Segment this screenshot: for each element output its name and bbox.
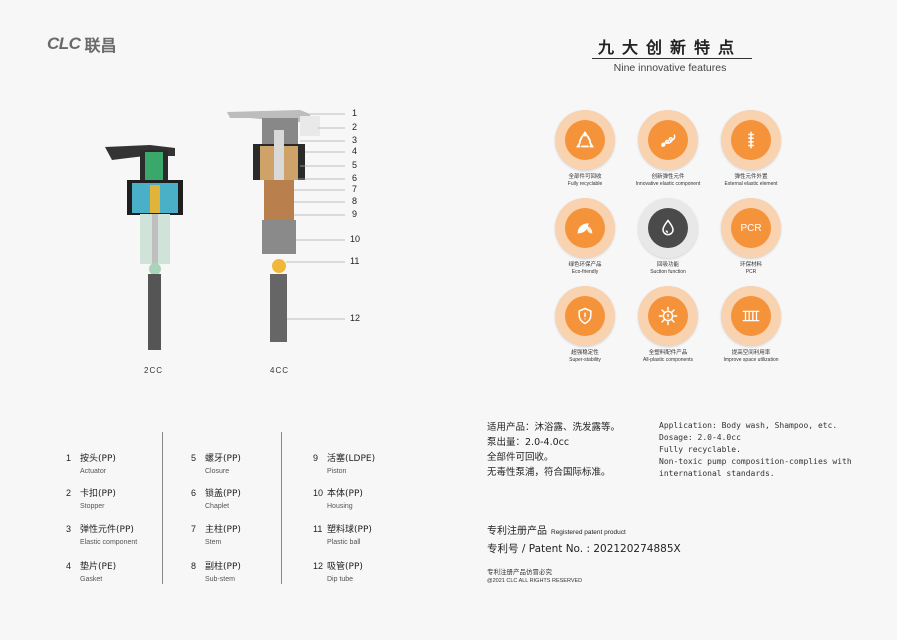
feature-all-plastic: 全塑料配件产品 All-plastic components [628,286,708,363]
pump-4cc-illustration [227,110,320,342]
callout-leaders [286,113,345,320]
copyright: @2021 CLC ALL RIGHTS RESERVED [487,578,583,584]
callout-12: 12 [350,313,361,323]
features-subtitle: Nine innovative features [613,62,727,74]
callout-10: 10 [350,234,361,244]
features-divider [592,58,752,59]
callout-2: 2 [352,122,358,132]
parts-divider-2 [281,432,282,584]
feature-elastic: 创新弹性元件 Innovative elastic component [628,110,708,187]
patent-number: 专利号 / Patent No. : 202120274885X [487,543,681,555]
pump-2cc-illustration [105,145,183,350]
logo-mark: CLC [47,34,81,53]
label-2cc: 2CC [144,366,164,375]
label-4cc: 4CC [270,366,290,375]
recycle-icon [565,120,605,160]
spec-english: Application: Body wash, Shampoo, etc. Do… [659,421,852,478]
callout-8: 8 [352,196,358,206]
feature-space: 提高空间利用率 Improve space utilization [711,286,791,363]
leaf-icon [565,208,605,248]
callout-6: 6 [352,173,358,183]
brand-logo: CLC 联昌 [47,32,116,56]
callout-3: 3 [352,135,358,145]
callout-11: 11 [350,256,360,266]
shield-icon [565,296,605,336]
plastic-icon [648,296,688,336]
spring-external-icon [731,120,771,160]
feature-recyclable: 全部件可回收 Fully recyclable [545,110,625,187]
space-icon [731,296,771,336]
callout-9: 9 [352,209,358,219]
drop-icon [648,208,688,248]
logo-name: 联昌 [84,36,117,55]
callout-5: 5 [352,160,358,170]
features-title: 九大创新特点 [597,38,742,57]
feature-external-elastic: 弹性元件外置 External elastic element [711,110,791,187]
feature-stability: 超强稳定性 Super-stability [545,286,625,363]
feature-eco: 绿色环保产品 Eco-friendly [545,198,625,275]
feature-suction: 回吸功能 Suction function [628,198,708,275]
pcr-icon: PCR [731,208,771,248]
callout-1: 1 [352,108,358,118]
parts-divider-1 [162,432,163,584]
spring-icon [648,120,688,160]
callout-4: 4 [352,146,358,156]
callout-7: 7 [352,184,358,194]
feature-pcr: PCR 环保材料 PCR [711,198,791,275]
spec-chinese: 适用产品：沐浴露、洗发露等。 泵出量：2.0-4.0cc 全部件可回收。 无毒性… [487,422,621,478]
